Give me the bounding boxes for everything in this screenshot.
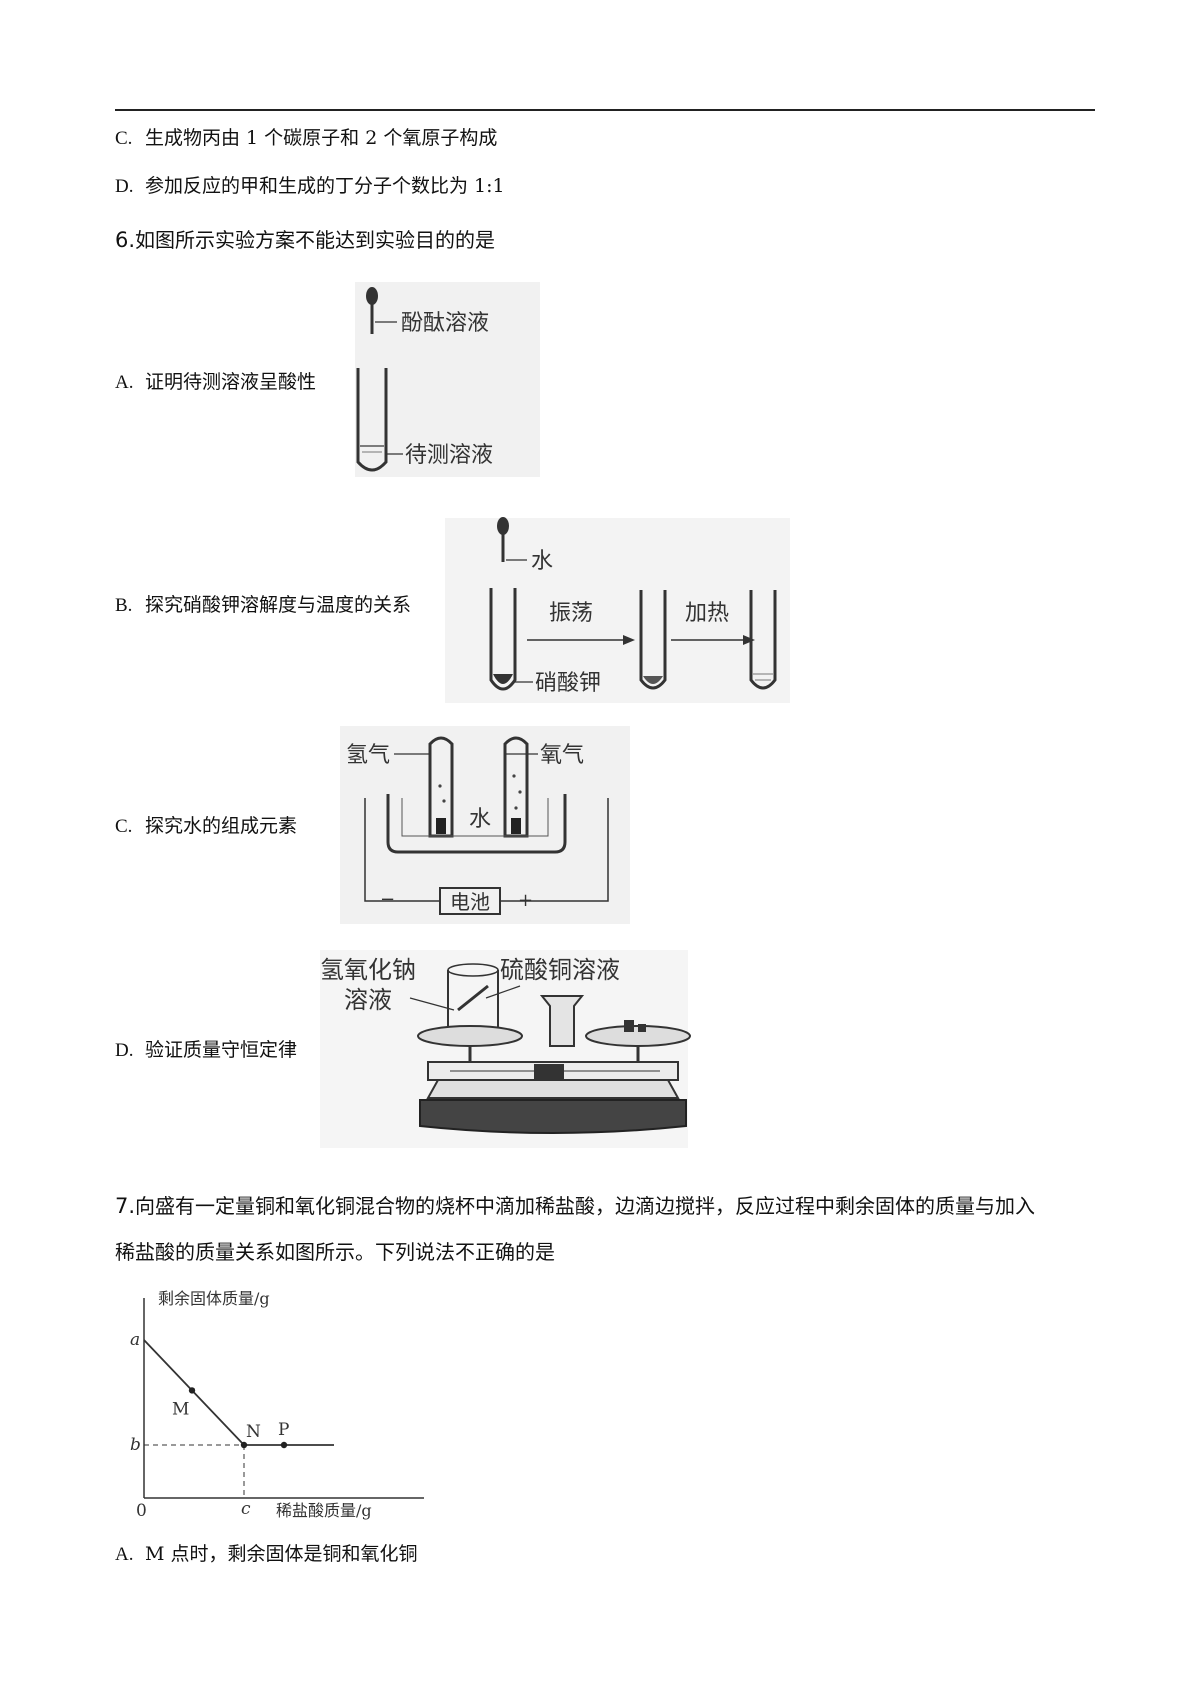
option-text: 证明待测溶液呈酸性 — [145, 371, 317, 393]
balance-base — [426, 1079, 680, 1099]
label-naoh-2: 溶液 — [344, 986, 392, 1014]
header-rule — [115, 109, 1095, 111]
label-kno3: 硝酸钾 — [535, 671, 601, 696]
option-text: M 点时，剩余固体是铜和氧化铜 — [145, 1543, 418, 1565]
chart-ylabel: 剩余固体质量/g — [158, 1289, 270, 1308]
question-7-line-1: 7.向盛有一定量铜和氧化铜混合物的烧杯中滴加稀盐酸，边滴边搅拌，反应过程中剩余固… — [115, 1194, 1035, 1218]
label-test-solution: 待测溶液 — [405, 443, 493, 468]
test-tube-icon — [489, 588, 517, 691]
question-text: 向盛有一定量铜和氧化铜混合物的烧杯中滴加稀盐酸，边滴边搅拌，反应过程中剩余固体的… — [135, 1194, 1036, 1218]
test-tube-icon — [503, 736, 529, 838]
label-heat: 加热 — [685, 601, 729, 626]
test-tube-icon — [749, 590, 777, 690]
question-7-line-2: 稀盐酸的质量关系如图所示。下列说法不正确的是 — [115, 1240, 555, 1264]
question-number: 7. — [115, 1194, 136, 1218]
option-text: 探究硝酸钾溶解度与温度的关系 — [145, 594, 412, 616]
question-6: 6.如图所示实验方案不能达到实验目的的是 — [115, 228, 495, 252]
label-plus: + — [518, 890, 533, 911]
chart-xlabel: 稀盐酸质量/g — [276, 1501, 372, 1520]
test-tube-icon — [639, 590, 667, 690]
label-oxygen: 氧气 — [540, 743, 584, 768]
balance-pan-left — [417, 1025, 523, 1047]
label-hydrogen: 氢气 — [346, 743, 390, 768]
data-point — [280, 1441, 288, 1449]
label-water: 水 — [531, 549, 553, 574]
label-battery: 电池 — [450, 890, 490, 914]
question-text: 稀盐酸的质量关系如图所示。下列说法不正确的是 — [115, 1240, 555, 1264]
weights-icon — [624, 1020, 634, 1032]
point-label: P — [278, 1420, 289, 1440]
option-text: 探究水的组成元素 — [145, 815, 298, 837]
question-text: 如图所示实验方案不能达到实验目的的是 — [135, 228, 496, 252]
label-minus: − — [380, 889, 395, 910]
x-tick-label: c — [241, 1499, 251, 1519]
q6-option-d: D. 验证质量守恒定律 — [115, 1038, 297, 1063]
point-label: M — [172, 1399, 189, 1419]
test-tube-icon — [457, 984, 489, 1012]
beaker-icon — [386, 794, 567, 854]
option-c-prev: C. 生成物丙由 1 个碳原子和 2 个氧原子构成 — [115, 126, 497, 151]
point-label: N — [246, 1422, 261, 1442]
test-tube-icon — [356, 368, 388, 472]
battery-icon — [439, 887, 501, 915]
chart-origin-label: 0 — [136, 1501, 147, 1521]
option-text: 生成物丙由 1 个碳原子和 2 个氧原子构成 — [145, 127, 498, 149]
y-tick-label: b — [130, 1435, 141, 1455]
option-letter: C. — [115, 128, 133, 149]
q7-option-a: A. M 点时，剩余固体是铜和氧化铜 — [115, 1542, 418, 1567]
label-shake: 振荡 — [549, 601, 593, 626]
dropper-bulb-icon — [366, 287, 378, 305]
data-point — [188, 1387, 196, 1394]
figure-balance-mass-conservation: 氢氧化钠 溶液 硫酸铜溶液 — [320, 950, 691, 1148]
option-text: 参加反应的甲和生成的丁分子个数比为 1:1 — [145, 175, 505, 197]
label-phenolphthalein: 酚酞溶液 — [401, 311, 489, 336]
balance-pointer — [539, 995, 585, 1047]
label-water: 水 — [469, 807, 491, 832]
question-number: 6. — [115, 228, 136, 252]
data-point — [240, 1441, 248, 1449]
label-cuso4: 硫酸铜溶液 — [500, 956, 620, 984]
figure-water-electrolysis: 氢气 氧气 水 − + 电池 — [340, 726, 630, 924]
label-naoh-1: 氢氧化钠 — [320, 956, 416, 984]
option-d-prev: D. 参加反应的甲和生成的丁分子个数比为 1:1 — [115, 174, 505, 199]
option-letter: A. — [115, 1544, 134, 1565]
option-letter: D. — [115, 176, 134, 197]
q6-option-a: A. 证明待测溶液呈酸性 — [115, 370, 316, 395]
option-letter: C. — [115, 816, 133, 837]
q6-option-c: C. 探究水的组成元素 — [115, 814, 297, 839]
option-letter: B. — [115, 595, 133, 616]
option-text: 验证质量守恒定律 — [145, 1039, 298, 1061]
test-tube-icon — [428, 736, 454, 838]
dropper-bulb-icon — [497, 517, 509, 535]
q6-option-b: B. 探究硝酸钾溶解度与温度的关系 — [115, 593, 411, 618]
y-tick-label: a — [130, 1330, 140, 1350]
option-letter: A. — [115, 372, 134, 393]
figure-phenolphthalein-test: 酚酞溶液 待测溶液 — [355, 282, 540, 477]
option-letter: D. — [115, 1040, 134, 1061]
figure-kno3-solubility: 水 硝酸钾 振荡 加热 — [445, 517, 790, 703]
